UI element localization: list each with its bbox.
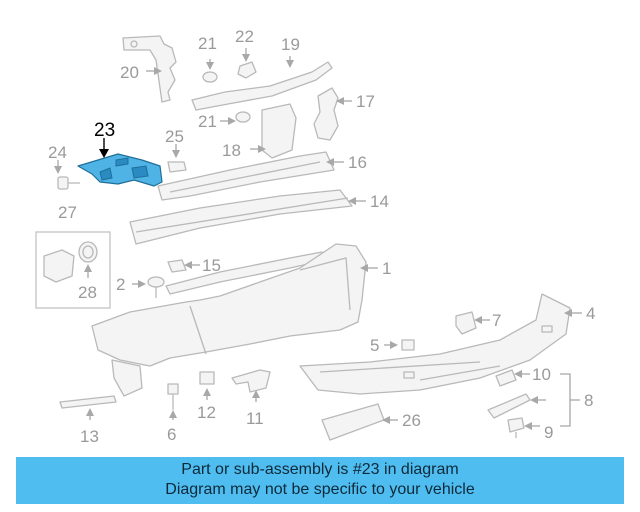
callout-6: 6 xyxy=(167,425,176,444)
callout-17: 17 xyxy=(356,92,375,111)
info-banner: Part or sub-assembly is #23 in diagram D… xyxy=(16,457,624,504)
part-17-bracket xyxy=(313,87,339,141)
part-27-sensor xyxy=(43,249,75,283)
callout-4: 4 xyxy=(586,304,595,323)
callout-27: 27 xyxy=(58,203,77,222)
part-26-plate-bracket xyxy=(321,403,385,441)
callout-19: 19 xyxy=(281,35,300,54)
part-1-bumper-cover xyxy=(91,243,367,367)
part-24-bolt xyxy=(57,176,80,190)
part-20-bracket xyxy=(122,35,177,103)
part-6-bolt xyxy=(167,383,179,410)
part-10-reflector xyxy=(495,369,517,387)
part-21-clip xyxy=(202,71,251,123)
callout-2: 2 xyxy=(116,275,125,294)
callout-18: 18 xyxy=(222,141,241,160)
callout-22: 22 xyxy=(235,27,254,46)
part-18-bracket xyxy=(261,103,297,159)
callout-20: 20 xyxy=(120,63,139,82)
part-2-pin xyxy=(147,276,165,298)
part-23-bracket-highlighted xyxy=(77,153,163,187)
part-15-bolt xyxy=(167,259,187,273)
group-27-box xyxy=(35,231,111,309)
part-25-clip xyxy=(167,161,187,173)
part-22-clip xyxy=(237,61,257,79)
callout-1: 1 xyxy=(382,259,391,278)
callout-21-mid: 21 xyxy=(198,112,217,131)
callout-13: 13 xyxy=(80,427,99,446)
part-16-absorber xyxy=(157,151,335,201)
part-5-bolt xyxy=(401,339,415,351)
callout-10: 10 xyxy=(532,365,551,384)
callout-7: 7 xyxy=(492,311,501,330)
callout-25: 25 xyxy=(165,127,184,146)
banner-line-1: Part or sub-assembly is #23 in diagram xyxy=(181,461,459,478)
callout-26: 26 xyxy=(402,411,421,430)
part-8-reflector xyxy=(487,393,531,419)
callout-9: 9 xyxy=(544,423,553,442)
part-13-strip xyxy=(59,395,117,409)
part-7-bracket xyxy=(455,311,477,335)
callout-14: 14 xyxy=(370,192,389,211)
callout-21-top: 21 xyxy=(198,34,217,53)
callout-24: 24 xyxy=(48,143,67,162)
part-19-strip xyxy=(191,61,333,111)
callout-15: 15 xyxy=(202,256,221,275)
part-9-bolt xyxy=(507,417,525,438)
callout-28: 28 xyxy=(78,283,97,302)
callout-5: 5 xyxy=(370,336,379,355)
callout-11: 11 xyxy=(246,409,264,428)
banner-line-2: Diagram may not be specific to your vehi… xyxy=(165,481,475,498)
part-28-ring xyxy=(78,241,98,263)
callout-16: 16 xyxy=(348,153,367,172)
part-12-clip xyxy=(199,371,215,385)
callout-12: 12 xyxy=(197,403,216,422)
part-11-bracket xyxy=(231,369,271,393)
callout-8: 8 xyxy=(584,391,593,410)
callout-23: 23 xyxy=(94,120,115,141)
part-14-beam xyxy=(129,189,353,245)
parts-diagram: 20 21 21 22 19 17 18 16 14 23 xyxy=(35,27,595,446)
